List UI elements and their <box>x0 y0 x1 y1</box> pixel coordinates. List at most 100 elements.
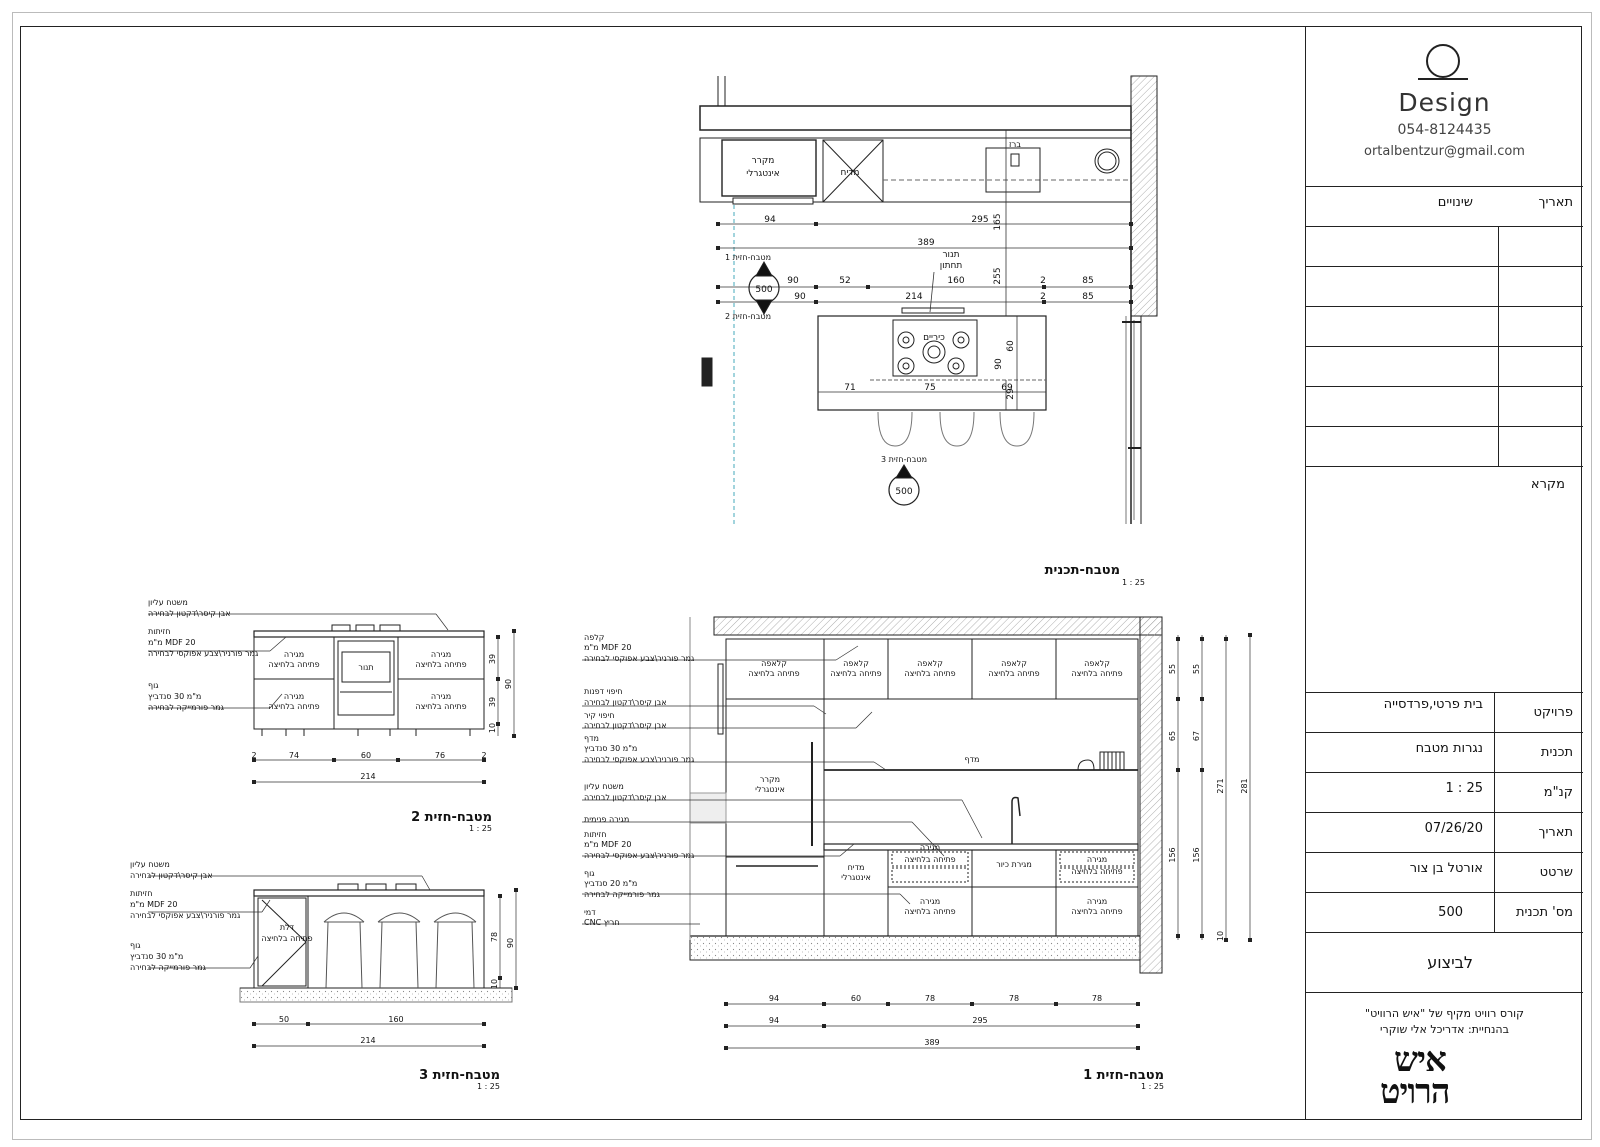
e1-dim-v: 55 <box>1168 664 1177 674</box>
e2-dim-total: 214 <box>360 772 375 781</box>
plan-dim-389: 389 <box>917 238 934 248</box>
e1-dim-v: 55 <box>1192 664 1201 674</box>
e1-note: מגירה פנימית <box>584 815 629 824</box>
e2-note: גמר פורמייקה לבחירה <box>148 703 225 712</box>
plan-number-label: מס' תכנית <box>1515 905 1573 920</box>
e3-dim: 50 <box>279 1015 289 1024</box>
e2-oven-label: תנור <box>358 663 373 672</box>
plan-fridge-label-2: אינטגרלי <box>746 169 779 179</box>
course-logo-line-2: הרויט <box>1380 1072 1450 1112</box>
e1-dim-v: 156 <box>1168 847 1177 862</box>
e1-press-label: פתיחה בלחיצה <box>904 907 955 916</box>
e2-dim-h: 39 <box>488 697 497 707</box>
plan-dim-75: 75 <box>924 383 935 393</box>
e1-note: גוף <box>584 869 595 878</box>
phone-number: 054-8124435 <box>1397 122 1492 138</box>
elevation-1-labels: קלאפה פתיחה בלחיצה קלאפה פתיחה בלחיצה קל… <box>748 659 1249 1047</box>
e1-note: דמי <box>584 908 596 917</box>
elevation-1 <box>582 616 1252 1050</box>
drafter-label: שרטט <box>1539 865 1573 880</box>
e1-dim: 78 <box>1009 994 1019 1003</box>
plan-side-wall <box>1130 75 1158 317</box>
e2-drawer-label: מגירה <box>431 692 451 701</box>
e1-dim: 78 <box>925 994 935 1003</box>
plan-back-wall <box>699 105 1132 131</box>
revision-row <box>1306 306 1583 346</box>
drafter-value: אורטל בן צור <box>1409 861 1483 876</box>
e1-flap-label: קלאפה <box>761 659 787 668</box>
course-credit: קורס רוויט מקיף של "איש הרוויט" בהנחיית:… <box>1306 992 1583 1120</box>
revisions-header: תאריך שינויים <box>1306 186 1583 226</box>
e1-note: CNC חריץ <box>584 918 620 927</box>
e1-press-label: פתיחה בלחיצה <box>748 669 799 678</box>
plan-dim-60: 60 <box>1006 340 1016 352</box>
e1-note: גמר פורניר\צבע אפוקסי לבחירה <box>584 851 695 860</box>
logo-underline <box>1418 78 1468 80</box>
e1-dim-v: 156 <box>1192 847 1201 862</box>
scale-row: קנ"מ 1 : 25 <box>1306 772 1583 812</box>
e1-dim-v: 10 <box>1216 931 1225 941</box>
e1-note: אבן קיסר\דקטון לבחירה <box>584 721 667 730</box>
revision-row <box>1306 346 1583 386</box>
e1-press-label: פתיחה בלחיצה <box>1071 669 1122 678</box>
logo-text: Design <box>1398 88 1491 117</box>
e1-flap-label: קלאפה <box>1001 659 1027 668</box>
date-label: תאריך <box>1538 825 1573 840</box>
e1-drawer-label: מגירה <box>1087 855 1107 864</box>
e1-fridge-label: מקרר <box>760 775 780 784</box>
revision-divider <box>1498 226 1499 466</box>
plan-dim-295: 295 <box>971 215 988 225</box>
e2-note: גמר פורניר\צבע אפוקסי לבחירה <box>148 649 259 658</box>
drafter-row: שרטט אורטל בן צור <box>1306 852 1583 892</box>
e3-title: מטבח-חזית 3 <box>419 1068 500 1083</box>
plan-dim-214: 214 <box>905 292 922 302</box>
plan-dim-90c: 90 <box>994 358 1004 370</box>
e2-dim-h: 39 <box>488 654 497 664</box>
e3-note: מ"מ 30 סנדביץ <box>130 952 183 961</box>
e1-press-label: פתיחה בלחיצה <box>904 855 955 864</box>
e1-dim: 60 <box>851 994 861 1003</box>
plan-dim-90b: 90 <box>794 292 806 302</box>
e1-flap-label: קלאפה <box>843 659 869 668</box>
e3-note: גמר פורניר\צבע אפוקסי לבחירה <box>130 911 241 920</box>
e1-dim-v: 271 <box>1216 778 1225 793</box>
e2-drawer-label: מגירה <box>284 650 304 659</box>
plan-fridge <box>721 139 817 197</box>
plan-scale: 1 : 25 <box>1122 578 1145 587</box>
e1-note: חיפוי דפנות <box>584 687 623 696</box>
e2-dim: 2 <box>481 751 486 760</box>
e1-press-label: פתיחה בלחיצה <box>988 669 1039 678</box>
elevation-2 <box>148 613 516 784</box>
plan-labels: מקרר אינטגרלי מדיח ברז תנור תחתון כיריים… <box>725 140 1145 587</box>
scale-value: 1 : 25 <box>1445 781 1483 796</box>
plan-dim-29: 29 <box>1006 388 1016 400</box>
e1-dishwasher-label: מדיח <box>848 863 865 872</box>
status-row: לביצוע <box>1306 932 1583 992</box>
plan-dim-71: 71 <box>844 383 855 393</box>
plan-number-row: מס' תכנית 500 <box>1306 892 1583 932</box>
e3-note: גוף <box>130 941 141 950</box>
view-3-label: מטבח-חזית 3 <box>881 455 927 464</box>
e1-note: גמר פורניר\צבע אפוקסי לבחירה <box>584 755 695 764</box>
e2-note: אבן קיסר\דקטון לבחירה <box>148 609 231 618</box>
plan-dim-52: 52 <box>839 276 850 286</box>
revision-row <box>1306 266 1583 306</box>
e3-note: חזיתות <box>130 889 152 898</box>
e2-note: מ"מ MDF 20 <box>148 638 195 647</box>
project-row: פרויקט בית פרטי,פרדסייה <box>1306 692 1583 732</box>
e3-scale: 1 : 25 <box>477 1082 500 1091</box>
e2-dim: 60 <box>361 751 371 760</box>
e1-note: חזיתות <box>584 830 606 839</box>
e3-door-label-2: פתיחה בלחיצה <box>261 934 312 943</box>
scale-label: קנ"מ <box>1543 785 1573 800</box>
plan-fridge-label: מקרר <box>752 156 775 166</box>
e1-fridge-label-2: אינטגרלי <box>755 785 785 794</box>
e1-scale: 1 : 25 <box>1141 1082 1164 1091</box>
e2-drawer-label-2: פתיחה בלחיצה <box>268 702 319 711</box>
plan-oven-label: תנור <box>942 250 959 260</box>
e1-dim: 94 <box>769 994 779 1003</box>
plan-dim-165: 165 <box>993 213 1003 230</box>
plan-dim-94: 94 <box>764 215 776 225</box>
plan-sink <box>985 147 1041 193</box>
